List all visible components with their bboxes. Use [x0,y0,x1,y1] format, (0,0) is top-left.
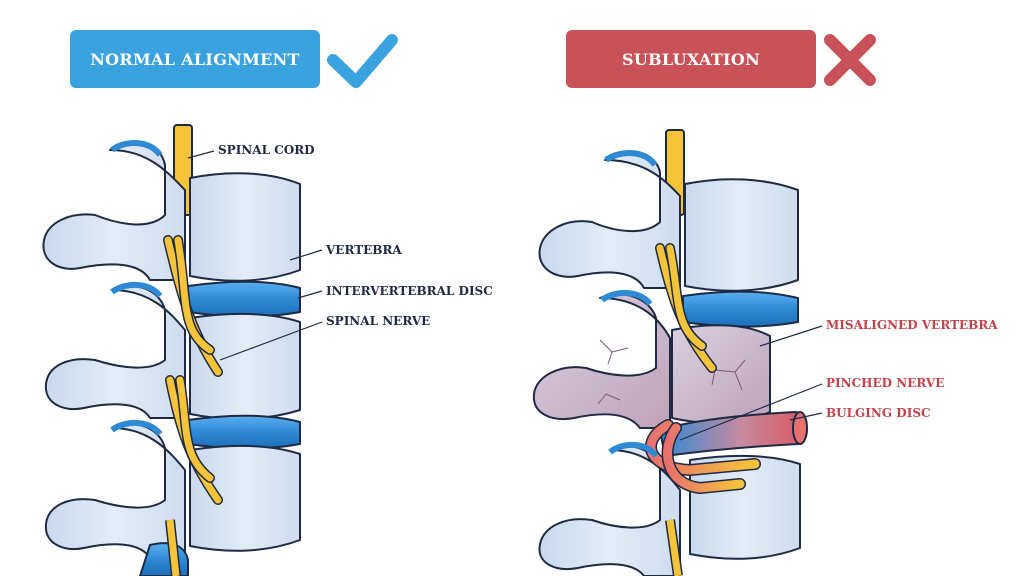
intervertebral-disc [187,280,301,318]
vertebra-body [189,444,301,552]
label-vertebra: VERTEBRA [326,243,402,257]
vertebra-process [42,140,186,281]
cross-icon [824,34,876,86]
intervertebral-disc [187,414,301,450]
vertebra-process [44,285,186,419]
intervertebral-disc [682,290,799,328]
vertebra-process [532,293,671,429]
right-leader-lines [679,325,823,441]
check-icon [327,34,398,88]
left-leader-lines [187,150,323,361]
label-pinched-nerve: PINCHED NERVE [826,376,945,390]
normal-spine [42,124,301,576]
label-misaligned-vertebra: MISALIGNED VERTEBRA [826,318,998,332]
vertebra-process [538,445,681,576]
vertebra-process [538,150,681,289]
normal-alignment-badge: NORMAL ALIGNMENT [70,30,320,88]
vertebra-process [44,423,186,559]
label-spinal-cord: SPINAL CORD [218,143,315,157]
label-intervertebral-disc: INTERVERTEBRAL DISC [326,284,493,298]
vertebra-body [684,178,799,292]
normal-alignment-title: NORMAL ALIGNMENT [90,49,300,69]
label-spinal-nerve: SPINAL NERVE [326,314,431,328]
vertebra-body [189,312,301,420]
subluxation-spine [532,129,808,576]
misaligned-vertebra [671,324,771,424]
vertebra-body [189,172,301,282]
label-bulging-disc: BULGING DISC [826,406,931,420]
subluxation-badge: SUBLUXATION [566,30,816,88]
subluxation-title: SUBLUXATION [622,49,760,69]
